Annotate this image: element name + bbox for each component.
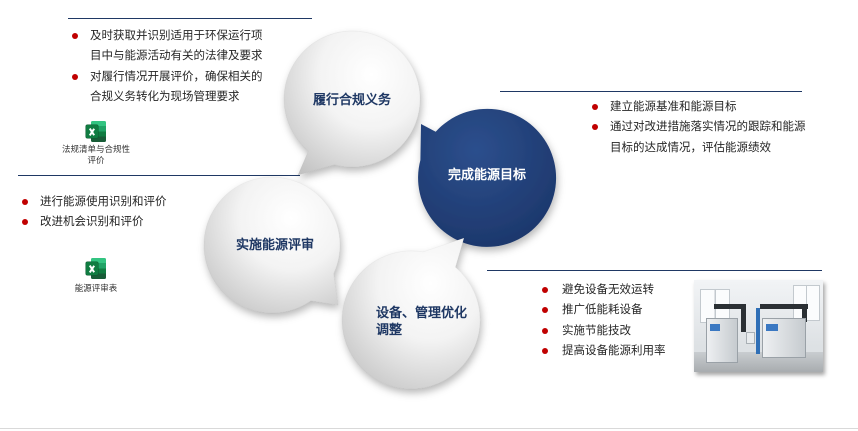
optimization-bullet-list: 避免设备无效运转 推广低能耗设备 实施节能技改 提高设备能源利用率 [542, 280, 666, 361]
excel-badge [86, 262, 98, 275]
caption-line: 评价 [87, 155, 105, 165]
bullet-dot [22, 219, 28, 226]
list-item: 改进机会识别和评价 [22, 212, 167, 232]
bullet-dot [592, 104, 598, 110]
bullet-dot [542, 347, 548, 354]
bullet-dot [592, 124, 598, 131]
excel-badge [86, 125, 98, 138]
list-item-text: 推广低能耗设备 [562, 304, 643, 317]
slide-bottom-border [0, 428, 858, 429]
list-item: 实施节能技改 [542, 321, 666, 341]
list-item: 通过对改进措施落实情况的跟踪和能源 目标的达成情况，评估能源绩效 [592, 117, 806, 158]
bullet-dot [22, 199, 28, 205]
list-item-text: 进行能源使用识别和评价 [40, 196, 167, 208]
photo-pipe [802, 304, 807, 322]
energy-target-bullet-list: 建立能源基准和能源目标 通过对改进措施落实情况的跟踪和能源 目标的达成情况，评估… [592, 97, 806, 158]
list-item: 推广低能耗设备 [542, 300, 666, 320]
bullet-dot [542, 327, 548, 334]
photo-pipe [741, 304, 746, 332]
bubble-label-energy-review: 实施能源评审 [235, 237, 314, 252]
photo-pipe [714, 304, 746, 309]
bubble-label-line: 设备、管理优化 [376, 305, 468, 320]
compliance-bullet-list: 及时获取并识别适用于环保运行项 目中与能源活动有关的法律及要求 对履行情况开展评… [72, 26, 263, 108]
list-item: 提高设备能源利用率 [542, 341, 666, 361]
equipment-photo [694, 280, 823, 372]
attachment-caption-compliance: 法规清单与合规性 评价 [46, 144, 146, 166]
photo-pipe [760, 304, 808, 309]
section-divider-optimization [487, 270, 822, 271]
list-item-text: 避免设备无效运转 [562, 284, 654, 296]
bubble-label-optimization: 设备、管理优化 调整 [376, 304, 467, 338]
bubble-energy-review [203, 176, 341, 314]
bullet-dot [72, 33, 78, 39]
list-item-text: 对履行情况开展评价，确保相关的 [90, 70, 263, 83]
bullet-dot [542, 287, 548, 293]
excel-icon[interactable] [86, 258, 106, 279]
list-item: 及时获取并识别适用于环保运行项 目中与能源活动有关的法律及要求 [72, 26, 263, 67]
photo-machine-panel [710, 324, 720, 331]
list-item-text: 及时获取并识别适用于环保运行项 [90, 30, 263, 42]
list-item: 进行能源使用识别和评价 [22, 192, 167, 212]
list-item-text: 提高设备能源利用率 [562, 344, 666, 357]
bubble-label-compliance: 履行合规义务 [312, 92, 391, 107]
bubble-label-energy-target: 完成能源目标 [447, 167, 526, 182]
bubble-optimization [341, 237, 481, 390]
section-divider-energy-target [500, 91, 802, 92]
bubble-compliance [283, 30, 421, 176]
bullet-dot [542, 307, 548, 314]
list-item-text: 目中与能源活动有关的法律及要求 [90, 50, 263, 63]
photo-machine-panel [766, 324, 778, 331]
list-item-text: 通过对改进措施落实情况的跟踪和能源 [610, 121, 806, 134]
list-item-text: 合规义务转化为现场管理要求 [90, 90, 240, 103]
energy-review-bullet-list: 进行能源使用识别和评价 改进机会识别和评价 [22, 192, 167, 233]
list-item-text: 目标的达成情况，评估能源绩效 [610, 141, 771, 154]
photo-pipe [756, 308, 760, 354]
bubble-energy-target [418, 108, 557, 247]
bubble-label-line: 调整 [376, 322, 403, 337]
list-item-text: 建立能源基准和能源目标 [610, 101, 737, 113]
list-item-text: 实施节能技改 [562, 324, 631, 337]
attachment-caption-energy-review: 能源评审表 [46, 283, 146, 294]
bullet-dot [72, 73, 78, 80]
section-divider-compliance [68, 18, 312, 19]
section-divider-energy-review [18, 175, 300, 176]
list-item: 避免设备无效运转 [542, 280, 666, 300]
caption-line: 能源评审表 [74, 283, 118, 293]
excel-icon[interactable] [86, 121, 106, 142]
list-item-text: 改进机会识别和评价 [40, 216, 144, 229]
list-item: 建立能源基准和能源目标 [592, 97, 806, 117]
caption-line: 法规清单与合规性 [61, 144, 130, 154]
photo-control-box [746, 332, 755, 344]
list-item: 对履行情况开展评价，确保相关的 合规义务转化为现场管理要求 [72, 67, 263, 108]
